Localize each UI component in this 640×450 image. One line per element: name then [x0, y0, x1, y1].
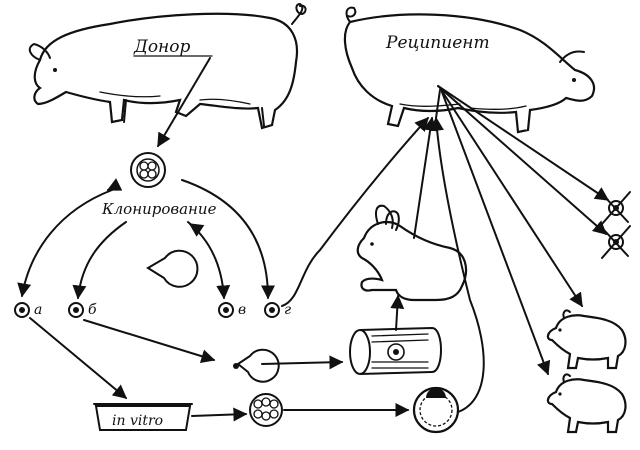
blastomere-a-to-in-vitro-arrow — [29, 317, 128, 399]
donor-embryo-icon — [130, 152, 166, 188]
recipient-to-piglet-2-arrow — [441, 91, 551, 376]
blastomere-v — [218, 302, 234, 318]
morula-icon — [249, 393, 283, 427]
label-b: б — [88, 302, 97, 318]
recipient-pig-icon — [343, 6, 596, 134]
rabbit-icon — [356, 204, 468, 302]
split-embryo-icon — [146, 249, 199, 288]
label-v: в — [238, 302, 246, 318]
recipient-lead-line — [435, 89, 441, 119]
piglet-1-icon — [546, 309, 627, 370]
recipient-to-dead-1-arrow — [437, 85, 610, 201]
failed-embryo-2-icon — [601, 225, 631, 259]
blastocyst-icon — [412, 386, 460, 434]
cloning-arrow-b — [72, 221, 127, 300]
cloning-back-arrow-right — [188, 223, 205, 237]
cylinder-to-rabbit-arrow — [390, 294, 405, 331]
half-embryo-icon — [233, 348, 280, 383]
failed-embryo-1-icon — [601, 191, 631, 225]
cloning-arrow-a — [17, 189, 113, 298]
donor-to-cell-arrow — [157, 57, 211, 148]
piglet-2-icon — [546, 373, 627, 434]
recipient-to-piglet-1-arrow — [439, 87, 583, 308]
donor-label: Донор — [133, 37, 190, 57]
label-a: а — [34, 302, 42, 318]
in-vitro-label: in vitro — [112, 413, 163, 429]
rabbit-to-recipient-arrow — [413, 116, 438, 239]
agar-cylinder-icon — [349, 326, 442, 375]
recipient-label: Реципиент — [385, 33, 490, 53]
label-g: г — [284, 302, 291, 318]
cloning-arrow-g — [181, 179, 275, 300]
half-embryo-to-cylinder-arrow — [261, 355, 344, 370]
blastomere-b — [68, 302, 84, 318]
recipient-to-dead-2-arrow — [437, 85, 608, 235]
cloning-back-arrow-left — [106, 178, 123, 191]
blastomere-g — [264, 302, 280, 318]
in-vitro-to-morula-arrow — [191, 407, 248, 422]
blastomere-b-to-half-embryo-arrow — [83, 319, 216, 363]
cloning-label: Клонирование — [101, 200, 217, 218]
donor-pig-icon — [28, 3, 307, 130]
blastomere-a — [14, 302, 30, 318]
blastocyst-to-recipient-arrow — [429, 116, 485, 413]
in-vitro-dish-icon — [93, 403, 193, 431]
blastomere-g-to-recipient-arrow — [281, 116, 429, 307]
